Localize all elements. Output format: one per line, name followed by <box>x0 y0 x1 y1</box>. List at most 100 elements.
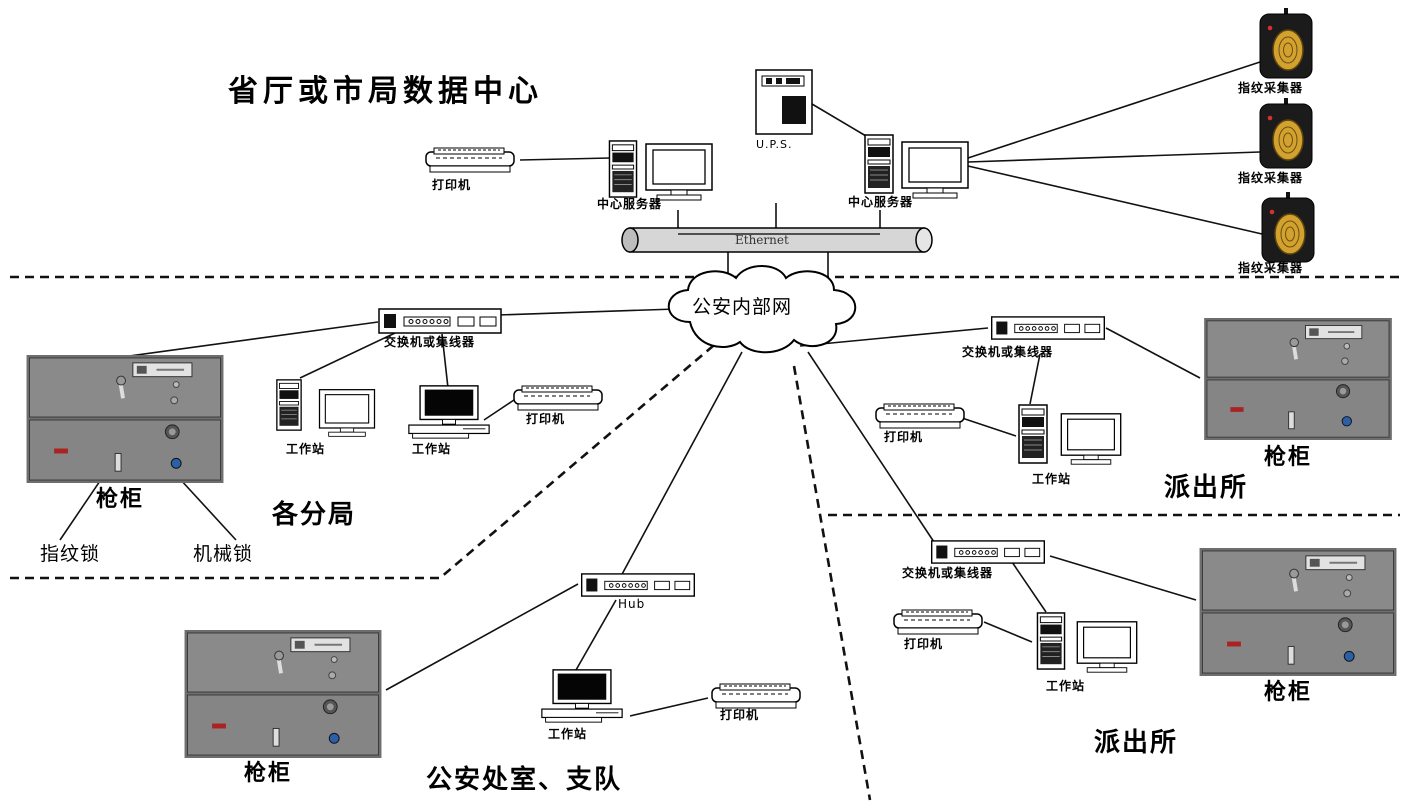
wire-ups <box>811 103 867 137</box>
ups: U.P.S. <box>755 69 813 151</box>
collector-label-1: 指纹采集器 <box>1238 80 1303 95</box>
switch-icon <box>990 316 1106 340</box>
gun-cabinet-icon <box>27 355 224 483</box>
gun-cabinet-icon <box>185 630 382 758</box>
branch-cabinet: 枪柜 <box>27 355 224 512</box>
branch-printer-label: 打印机 <box>526 411 565 426</box>
division-region-label: 公安处室、支队 <box>426 764 622 795</box>
branch-workstation-2-label: 工作站 <box>412 441 451 456</box>
wire-center-printer <box>519 157 611 161</box>
wire-station1-cabinet <box>1105 327 1201 379</box>
wire-cloud-station1 <box>799 327 989 347</box>
printer-icon <box>893 609 983 635</box>
station2-printer-label: 打印机 <box>904 636 943 651</box>
collector-label-2: 指纹采集器 <box>1238 170 1303 185</box>
switch-icon <box>378 308 502 334</box>
wire-station2-printer <box>983 621 1033 643</box>
division-workstation: 工作站 <box>541 669 623 741</box>
branch-region-label: 各分局 <box>271 499 356 530</box>
boundary-center-vertical <box>792 365 872 801</box>
division-cabinet-label: 枪柜 <box>244 760 292 786</box>
monitor-icon <box>318 388 376 438</box>
wire-collector-2 <box>967 151 1261 163</box>
printer-icon <box>425 147 515 173</box>
gun-cabinet-icon <box>1200 548 1397 676</box>
station1-workstation-label: 工作站 <box>1032 471 1071 486</box>
branch-switch: 交换机或集线器 <box>378 308 502 349</box>
center-server-left-label: 中心服务器 <box>597 196 662 211</box>
division-printer-label: 打印机 <box>720 707 759 722</box>
connection-lines <box>59 61 1263 717</box>
page-title: 省厅或市局数据中心 <box>228 74 543 109</box>
monitor-icon <box>1076 620 1138 674</box>
wire-collector-3 <box>967 165 1263 235</box>
wire-branch-ws2 <box>441 333 449 389</box>
wire-cloud-branch <box>497 308 677 316</box>
station1-switch: 交换机或集线器 <box>962 316 1106 359</box>
desktop-computer-icon <box>541 669 623 723</box>
branch-workstation-1-label: 工作站 <box>286 441 325 456</box>
station2-cabinet-label: 枪柜 <box>1264 679 1312 705</box>
branch-workstation-2: 工作站 <box>408 385 490 456</box>
wire-division-printer <box>629 697 709 717</box>
tower-icon <box>1018 404 1048 464</box>
server-tower-icon <box>608 140 638 198</box>
division-printer: 打印机 <box>711 683 801 722</box>
monitor-icon <box>1060 412 1122 466</box>
switch-icon <box>930 540 1046 564</box>
division-hub-label: Hub <box>618 597 645 611</box>
station1-cabinet-label: 枪柜 <box>1264 444 1312 470</box>
station1-region-label: 派出所 <box>1164 473 1248 503</box>
fingerprint-collector-icon <box>1259 8 1313 79</box>
station2-region-label: 派出所 <box>1094 728 1178 758</box>
branch-workstation-1: 工作站 <box>276 379 376 456</box>
hub-icon <box>580 573 696 597</box>
wire-collector-1 <box>967 61 1261 159</box>
printer-icon <box>513 385 603 411</box>
station1-workstation: 工作站 <box>1018 404 1122 486</box>
wire-station1-ws <box>1029 353 1041 405</box>
monitor-icon <box>901 141 969 199</box>
station2-workstation-label: 工作站 <box>1046 678 1085 693</box>
center-printer: 打印机 <box>425 147 515 192</box>
wire-division-cabinet <box>385 583 579 691</box>
desktop-computer-icon <box>408 385 490 439</box>
mechanical-lock-label: 机械锁 <box>193 543 253 565</box>
cloud-icon <box>667 265 857 354</box>
cloud-label: 公安内部网 <box>692 296 792 318</box>
fingerprint-collector-icon <box>1261 192 1315 263</box>
server-tower-icon <box>864 134 894 194</box>
station2-cabinet: 枪柜 <box>1200 548 1397 705</box>
wire-division-ws <box>575 599 617 671</box>
station1-printer-label: 打印机 <box>884 429 923 444</box>
division-cabinet: 枪柜 <box>185 630 382 786</box>
fingerprint-collector-3: 指纹采集器 <box>1238 192 1315 275</box>
police-intranet-cloud: 公安内部网 <box>667 265 857 354</box>
station1-printer: 打印机 <box>875 403 965 444</box>
wire-branch-ws1 <box>299 332 396 379</box>
monitor-icon <box>645 143 713 201</box>
wire-branch-printer <box>483 399 515 421</box>
wire-station1-printer <box>961 417 1017 437</box>
branch-switch-label: 交换机或集线器 <box>384 334 475 349</box>
station2-switch: 交换机或集线器 <box>902 540 1046 580</box>
branch-printer: 打印机 <box>513 385 603 426</box>
tower-icon <box>276 379 302 431</box>
branch-cabinet-label: 枪柜 <box>96 486 144 512</box>
fingerprint-lock-label: 指纹锁 <box>40 543 100 565</box>
division-hub: Hub <box>580 573 696 611</box>
tower-icon <box>1036 612 1066 670</box>
station1-switch-label: 交换机或集线器 <box>962 344 1053 359</box>
division-workstation-label: 工作站 <box>548 726 587 741</box>
printer-icon <box>711 683 801 709</box>
station2-printer: 打印机 <box>893 609 983 651</box>
ups-label: U.P.S. <box>756 138 792 151</box>
printer-icon <box>875 403 965 429</box>
fingerprint-collector-1: 指纹采集器 <box>1238 8 1313 95</box>
fingerprint-collector-icon <box>1259 98 1313 169</box>
boundary-branch <box>10 339 721 580</box>
wire-station2-ws <box>1011 561 1047 613</box>
station2-switch-label: 交换机或集线器 <box>902 565 993 580</box>
station2-workstation: 工作站 <box>1036 612 1138 693</box>
